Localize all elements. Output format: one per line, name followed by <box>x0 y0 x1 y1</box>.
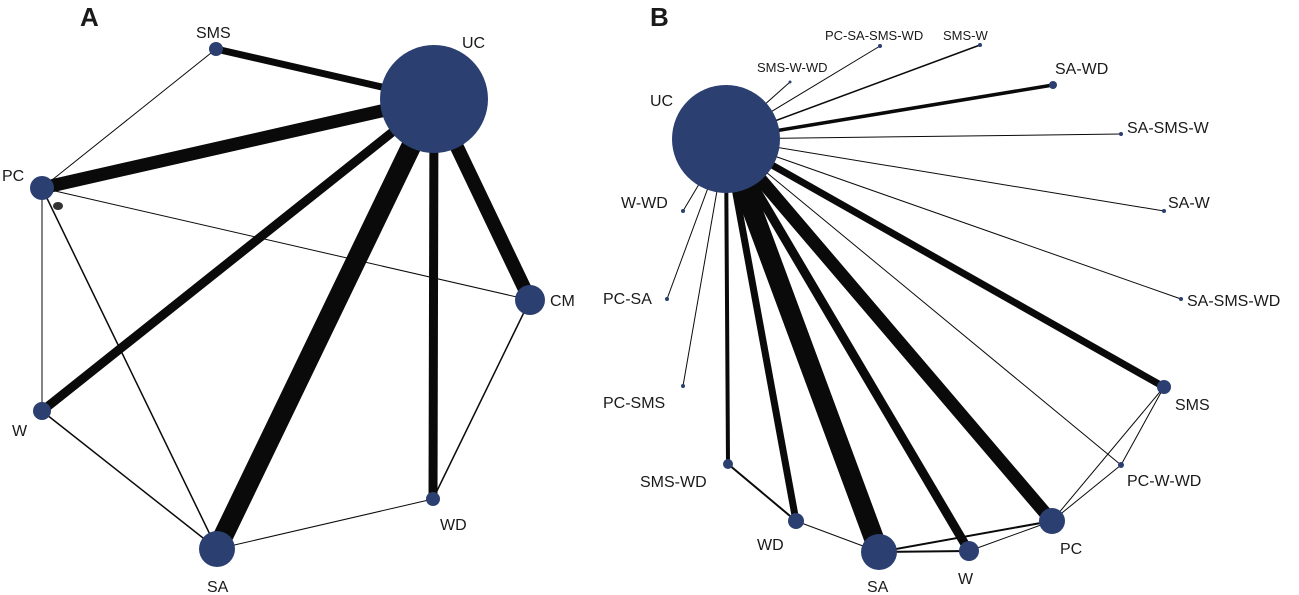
panel-b-edge-uc-to-pc-w-wd <box>725 138 1122 466</box>
panel-b-edge-pc-to-pc-w-wd <box>1051 464 1122 522</box>
panel-a-edge-sa-to-wd <box>216 498 434 550</box>
panel-b-edge-uc-to-sms-wd <box>724 138 730 465</box>
panel-b-label-pc-sa-sms-wd: PC-SA-SMS-WD <box>825 28 923 43</box>
panel-a-letter: A <box>80 2 99 32</box>
panel-b-node-sms-wd <box>723 459 733 469</box>
panel-a-edge-uc-to-pc <box>40 92 436 195</box>
panel-a-label-uc: UC <box>462 35 485 52</box>
panel-a-edge-uc-to-sa <box>207 94 444 554</box>
panel-b-label-pc: PC <box>1060 541 1082 558</box>
panel-b-edges <box>666 44 1182 556</box>
panel-b-label-sms-w: SMS-W <box>943 28 989 43</box>
panel-b-edge-uc-to-sa-w <box>725 138 1165 212</box>
panel-a-label-pc: PC <box>2 168 24 185</box>
panel-b-edge-sms-wd-to-wd <box>727 463 797 522</box>
panel-a-node-w <box>33 402 51 420</box>
panel-a-labels: UC SMS PC CM W WD SA <box>2 25 575 595</box>
panel-b-label-sa-w: SA-W <box>1168 195 1211 212</box>
panel-b-label-pc-w-wd: PC-W-WD <box>1127 473 1201 490</box>
panel-b-node-pc <box>1039 508 1065 534</box>
panel-b-edge-uc-to-sa-sms-wd <box>725 138 1182 300</box>
panel-b-label-sms-wd: SMS-WD <box>640 474 707 491</box>
panel-a-node-uc <box>380 45 488 153</box>
panel-a-edge-w-to-sa <box>41 410 218 550</box>
panel-b-node-sa-w <box>1162 209 1166 213</box>
panel-b-node-sa-wd <box>1049 81 1057 89</box>
panel-b-edge-uc-to-pc <box>721 134 1057 526</box>
panel-b-edge-uc-to-wd <box>722 138 800 522</box>
panel-b-label-sa-wd: SA-WD <box>1055 61 1108 78</box>
panel-a-edge-uc-to-w <box>39 95 437 415</box>
panel-b-label-wd: WD <box>757 537 784 554</box>
panel-b-edge-uc-to-sa <box>716 135 889 556</box>
panel-b-node-pc-sms <box>681 384 685 388</box>
panel-b-node-sms <box>1157 380 1171 394</box>
panel-b-node-sa-sms-w <box>1119 132 1123 136</box>
panel-a-label-w: W <box>12 423 28 440</box>
panel-b-node-sa-sms-wd <box>1179 297 1183 301</box>
panel-a-node-pc <box>30 176 54 200</box>
panel-a-label-sa: SA <box>207 579 229 595</box>
panel-b-edge-w-to-pc <box>968 520 1053 552</box>
panel-a-edge-pc-to-sa <box>41 187 218 550</box>
panel-b-label-pc-sa: PC-SA <box>603 291 652 308</box>
panel-b-node-pc-sa <box>665 297 669 301</box>
panel-b-letter: B <box>650 2 669 32</box>
panel-b-edge-sa-to-pc <box>878 520 1053 553</box>
panel-a-node-sms <box>209 42 223 56</box>
panel-b-labels: UC SMS-W-WD PC-SA-SMS-WD SMS-W SA-WD SA-SMS-W… <box>603 28 1280 595</box>
panel-a-nodes <box>30 42 545 567</box>
panel-b-edge-uc-to-sa-sms-w <box>725 133 1122 140</box>
panel-b-node-wd <box>788 513 804 529</box>
panel-a-network: UC SMS PC CM W WD SA A <box>2 2 575 595</box>
panel-b-node-pc-w-wd <box>1118 462 1124 468</box>
panel-b-edge-pc-w-wd-to-sms <box>1120 386 1165 466</box>
panel-b-node-sms-w <box>978 43 982 47</box>
panel-a-small-marker <box>53 202 63 210</box>
panel-b-edge-uc-to-sms <box>724 135 1166 391</box>
panel-b-edge-uc-to-sa-wd <box>725 83 1054 141</box>
panel-a-label-cm: CM <box>550 293 575 310</box>
panel-b-label-sa-sms-wd: SA-SMS-WD <box>1187 293 1280 310</box>
panel-b-label-sms-w-wd: SMS-W-WD <box>757 60 828 75</box>
panel-b-nodes <box>665 43 1183 570</box>
panel-a-edge-sms-to-pc <box>41 48 217 189</box>
panel-b-label-uc: UC <box>650 93 673 110</box>
panel-b-node-sms-w-wd <box>788 80 792 84</box>
panel-b-network: UC SMS-W-WD PC-SA-SMS-WD SMS-W SA-WD SA-SMS-W… <box>603 2 1280 595</box>
panel-b-node-w-wd <box>681 209 685 213</box>
panel-a-edge-pc-to-cm <box>41 187 531 301</box>
panel-a-node-wd <box>426 492 440 506</box>
panel-b-node-pc-sa-sms-wd <box>878 44 882 48</box>
panel-a-label-wd: WD <box>440 517 467 534</box>
panel-b-label-w: W <box>958 571 974 588</box>
panel-b-label-sms: SMS <box>1175 397 1210 414</box>
panel-a-node-cm <box>515 285 545 315</box>
panel-b-label-sa-sms-w: SA-SMS-W <box>1127 120 1210 137</box>
panel-b-label-pc-sms: PC-SMS <box>603 395 665 412</box>
panel-a-edge-uc-to-wd <box>428 98 439 500</box>
panel-a-edge-wd-to-cm <box>432 299 531 500</box>
panel-b-node-w <box>959 541 979 561</box>
panel-b-edge-pc-to-sms <box>1051 386 1165 522</box>
panel-a-node-sa <box>199 531 235 567</box>
panel-b-node-sa <box>861 534 897 570</box>
panel-b-label-sa: SA <box>867 579 889 595</box>
panel-b-node-uc <box>672 85 780 193</box>
panel-b-edge-uc-to-w <box>722 136 973 554</box>
panel-b-label-w-wd: W-WD <box>621 195 668 212</box>
panel-a-label-sms: SMS <box>196 25 231 42</box>
